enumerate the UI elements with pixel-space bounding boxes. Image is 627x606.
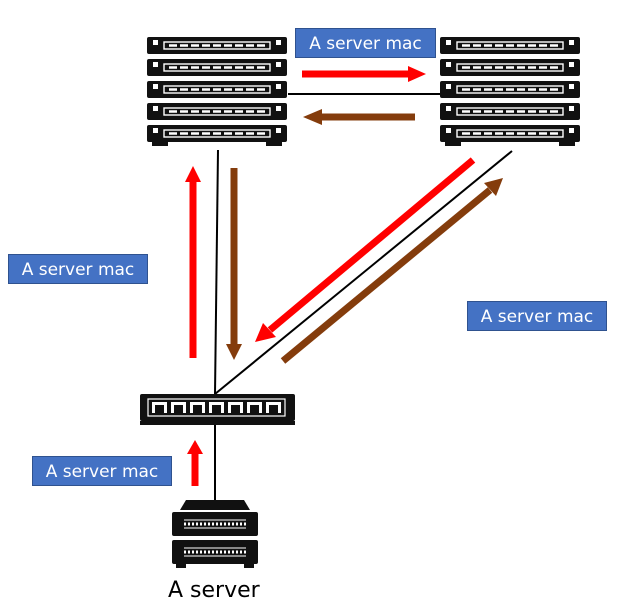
mac-label-top: A server mac [295, 28, 436, 58]
mac-label-left: A server mac [8, 254, 148, 284]
reply-arrows [226, 109, 503, 364]
mac-label-right: A server mac [467, 301, 607, 331]
server-rack-icon [147, 37, 287, 146]
network-switch-icon [140, 394, 295, 425]
server-icon [172, 500, 258, 568]
request-arrows [185, 66, 476, 486]
server-rack-icon [440, 37, 580, 146]
connection-lines [214, 93, 513, 500]
server-caption: A server [168, 578, 260, 603]
mac-label-bottom: A server mac [32, 456, 172, 486]
